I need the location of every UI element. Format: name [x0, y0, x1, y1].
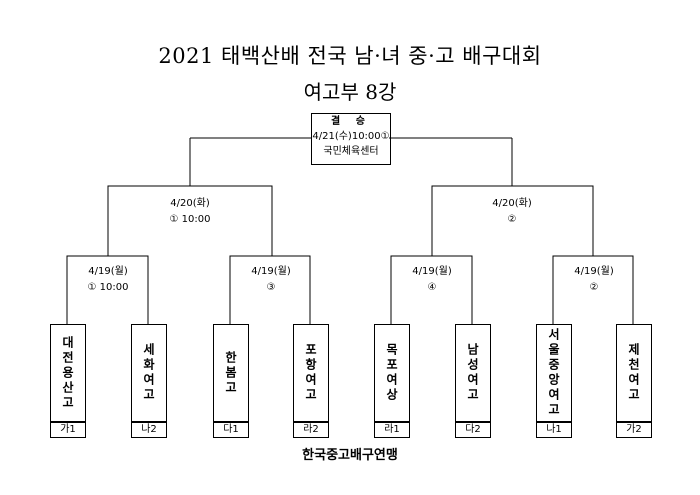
- quarter-3-detail: ④: [427, 282, 437, 293]
- quarter-4-label: 4/19(월) ②: [554, 264, 634, 296]
- team-box: 목포여상: [374, 324, 410, 423]
- organizer-footer: 한국중고배구연맹: [302, 448, 398, 463]
- seed-label: 나1: [536, 421, 572, 438]
- semi-1-date: 4/20(화): [170, 198, 210, 209]
- seed-label: 다1: [213, 421, 249, 438]
- quarter-3-label: 4/19(월) ④: [392, 264, 472, 296]
- quarter-2-date: 4/19(월): [251, 266, 291, 277]
- seed-label: 라1: [374, 421, 410, 438]
- final-heading: 결 승: [331, 116, 371, 127]
- team-box: 제천여고: [616, 324, 652, 423]
- team-name: 서울중앙여고: [546, 328, 561, 418]
- semi-2-date: 4/20(화): [492, 198, 532, 209]
- semi-2-detail: ②: [507, 214, 517, 225]
- final-date: 4/21(수)10:00①: [312, 131, 390, 142]
- quarter-4-date: 4/19(월): [574, 266, 614, 277]
- team-box: 세화여고: [131, 324, 167, 423]
- final-venue: 국민체육센터: [323, 146, 379, 157]
- team-box: 포항여고: [293, 324, 329, 423]
- team-name: 제천여고: [626, 343, 641, 403]
- quarter-2-detail: ③: [266, 282, 276, 293]
- team-box: 한봄고: [213, 324, 249, 423]
- quarter-2-label: 4/19(월) ③: [231, 264, 311, 296]
- team-name: 남성여고: [465, 343, 480, 403]
- quarter-3-date: 4/19(월): [412, 266, 452, 277]
- final-match-box: 결 승 4/21(수)10:00① 국민체육센터: [311, 113, 391, 165]
- page-subtitle: 여고부 8강: [303, 80, 397, 104]
- quarter-4-detail: ②: [589, 282, 599, 293]
- seed-label: 가1: [50, 421, 86, 438]
- team-name: 한봄고: [223, 350, 238, 396]
- quarter-1-detail: ① 10:00: [87, 282, 129, 293]
- team-name: 포항여고: [303, 343, 318, 403]
- team-box: 남성여고: [455, 324, 491, 423]
- seed-label: 나2: [131, 421, 167, 438]
- team-box: 대전용산고: [50, 324, 86, 423]
- seed-label: 라2: [293, 421, 329, 438]
- semi-1-detail: ① 10:00: [169, 214, 211, 225]
- team-name: 대전용산고: [60, 335, 75, 411]
- semi-1-label: 4/20(화) ① 10:00: [130, 196, 250, 228]
- seed-label: 가2: [616, 421, 652, 438]
- page-title: 2021 태백산배 전국 남·녀 중·고 배구대회: [158, 44, 542, 68]
- quarter-1-date: 4/19(월): [88, 266, 128, 277]
- semi-2-label: 4/20(화) ②: [452, 196, 572, 228]
- team-box: 서울중앙여고: [536, 324, 572, 423]
- quarter-1-label: 4/19(월) ① 10:00: [68, 264, 148, 296]
- team-name: 세화여고: [141, 343, 156, 403]
- team-name: 목포여상: [384, 343, 399, 403]
- seed-label: 다2: [455, 421, 491, 438]
